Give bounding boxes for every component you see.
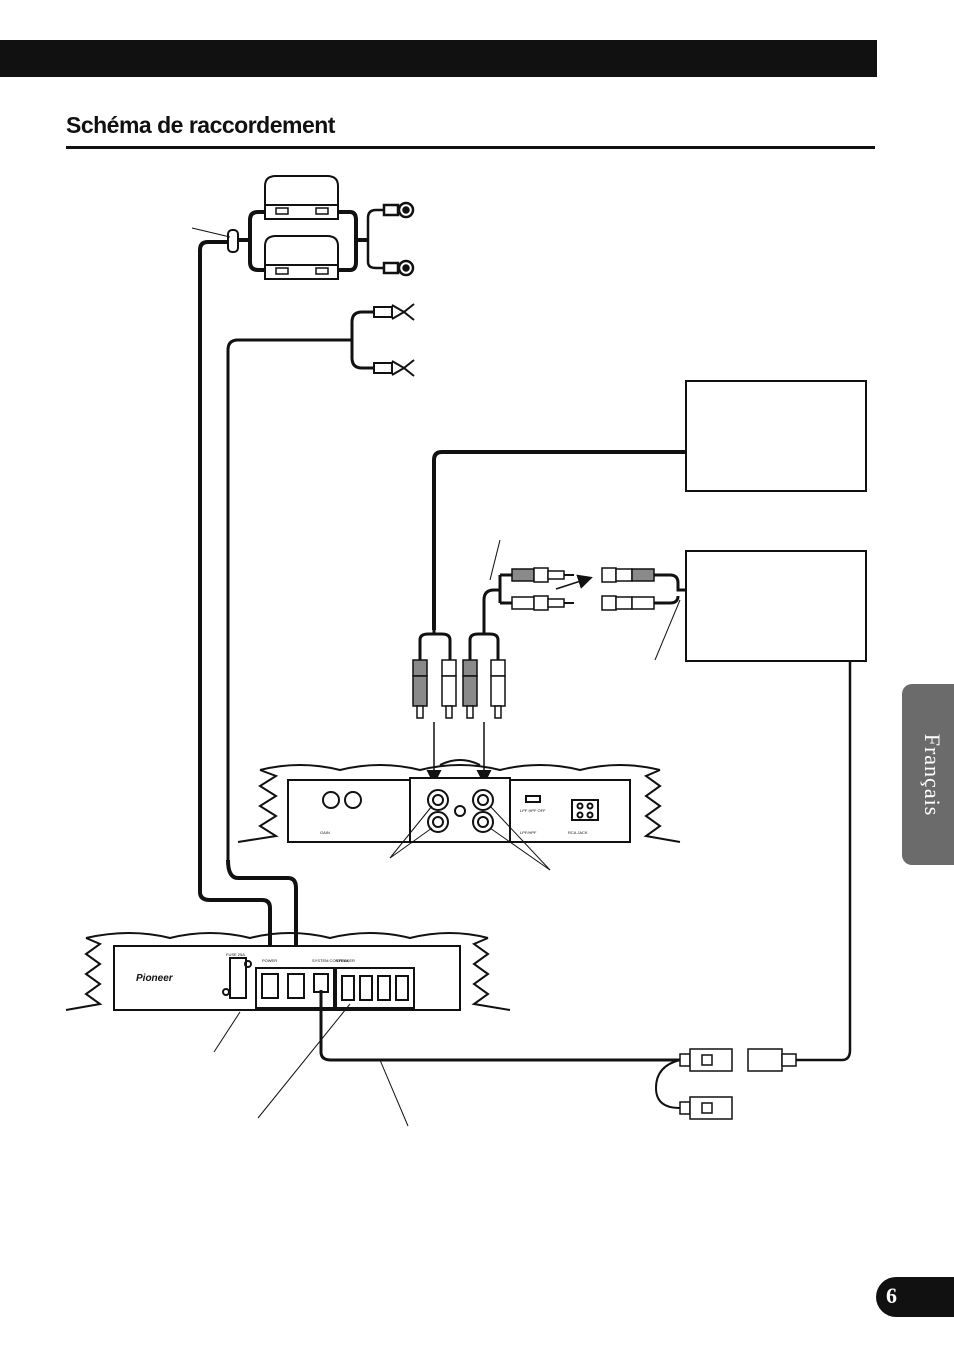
power-label: POWER [262,958,277,963]
fuse-label: FUSE 25A [226,952,245,957]
ring-terminals [366,201,415,277]
speaker-label: SPEAKER [336,958,355,963]
page-title: Schéma de raccordement [66,112,335,138]
header-bar [0,40,877,77]
lpf-hpf-label: LPF/HPF [520,830,537,835]
main-amplifier [65,932,511,1011]
remote-connectors [679,1048,797,1120]
rca-plugs [412,659,506,719]
rca-jack-label: RCA JACK [568,830,588,835]
gain-label: GAIN [320,830,330,835]
page-number-badge: 6 [876,1277,954,1317]
rca-female-plugs [601,567,655,611]
inline-fuse [227,229,239,253]
lpf-hpf-off-label: LPF HPF OFF [520,808,546,813]
brand-logo: Pioneer [136,973,174,984]
fuse-wires [238,210,368,272]
head-unit-box [685,380,867,492]
page-number: 6 [886,1283,897,1308]
rca-cable-head [432,450,686,630]
fuse-holder-group [264,175,339,280]
title-rule [66,146,875,149]
ground-terminals [226,303,415,860]
language-tab: Français [902,684,954,865]
upper-amplifier [237,759,681,843]
power-wire [198,240,228,892]
system-control-label: SYSTEM CONTROL [312,958,350,963]
rca-extension-plugs [511,567,574,611]
rca-source-box [685,550,867,662]
system-control-wire [319,990,680,1062]
